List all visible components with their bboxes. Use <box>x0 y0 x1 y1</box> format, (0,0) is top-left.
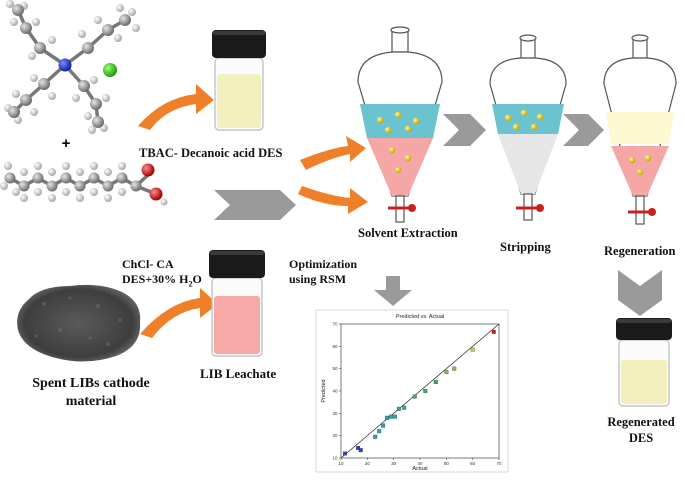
orange-arrow-leachate-to-extraction <box>298 186 368 214</box>
gray-down-arrow-optimization <box>374 276 412 306</box>
gray-chevron-to-stripping <box>443 114 486 146</box>
data-point <box>423 389 428 393</box>
regenerated-des-label: Regenerated DES <box>607 415 675 445</box>
data-point <box>342 451 347 456</box>
x-tick-label: 30 <box>391 461 397 466</box>
data-point <box>396 406 401 411</box>
hydroxyl-oxygen-atom <box>149 187 163 201</box>
orange-arrow-to-des-vial <box>138 84 214 130</box>
separatory-funnel-stripping <box>489 34 567 221</box>
gray-chevron-to-regeneration <box>563 114 604 146</box>
vial-cap <box>616 318 672 340</box>
data-point <box>389 414 393 419</box>
optimization-label: Optimization using RSM <box>289 257 357 286</box>
y-tick-label: 30 <box>332 411 338 416</box>
orange-arrow-des-to-extraction <box>300 136 366 170</box>
plus-sign: + <box>62 135 71 152</box>
y-tick-label: 40 <box>332 389 338 394</box>
data-point <box>452 366 457 371</box>
data-point <box>402 405 407 410</box>
data-point <box>393 414 397 419</box>
separatory-funnel-extraction <box>357 26 443 223</box>
y-tick-label: 50 <box>332 366 338 371</box>
data-points <box>342 329 496 456</box>
des-name-label: TBAC- Decanoic acid DES <box>139 146 283 160</box>
lib-leachate-label: LIB Leachate <box>200 366 277 381</box>
y-tick-label: 10 <box>332 456 338 461</box>
gray-chevron-to-extraction <box>214 190 296 220</box>
y-tick-label: 20 <box>332 433 338 438</box>
y-tick-label: 60 <box>332 344 338 349</box>
data-point <box>356 445 361 450</box>
x-tick-label: 20 <box>365 461 371 466</box>
cathode-powder-pile <box>17 284 141 362</box>
chcl-des-label: ChCl- CA DES+30% H2O <box>122 257 202 291</box>
gray-down-chevron-regeneration <box>618 270 662 316</box>
x-axis-label: Actual <box>412 466 427 472</box>
solvent-extraction-label: Solvent Extraction <box>358 226 458 240</box>
tbac-molecule <box>4 0 140 134</box>
separatory-funnel-regeneration <box>603 34 677 225</box>
data-point <box>377 429 382 434</box>
orange-arrow-to-leachate-vial <box>140 288 218 338</box>
predicted-vs-actual-chart: Predicted vs. Actual 10 20 30 40 50 60 70 10 20… <box>315 309 509 473</box>
carbonyl-oxygen-atom <box>141 163 155 177</box>
chart-title: Predicted vs. Actual <box>396 314 444 320</box>
data-point <box>433 380 438 385</box>
nitrogen-atom <box>58 58 72 72</box>
x-tick-label: 70 <box>496 461 502 466</box>
y-tick-label: 70 <box>332 322 338 327</box>
data-point <box>470 347 475 352</box>
regenerated-des-vial <box>616 318 672 407</box>
data-point <box>381 423 386 428</box>
chcl-line-2: DES+30% H2O <box>122 272 202 289</box>
vial-cap <box>209 250 265 278</box>
regeneration-label: Regeneration <box>604 244 676 258</box>
x-tick-label: 50 <box>444 461 450 466</box>
data-point <box>385 415 390 420</box>
data-point <box>491 329 496 334</box>
x-tick-label: 10 <box>338 461 344 466</box>
data-point <box>358 448 363 453</box>
x-tick-label: 40 <box>417 461 423 466</box>
x-axis-ticks: 10 20 30 40 50 60 70 <box>338 458 502 466</box>
lib-leachate-vial <box>209 250 265 357</box>
x-tick-label: 60 <box>470 461 476 466</box>
decanoic-acid-molecule <box>0 162 168 206</box>
fit-line <box>340 323 500 459</box>
chcl-line-1: ChCl- CA <box>122 257 174 271</box>
chloride-atom <box>103 63 117 77</box>
vial-cap <box>212 30 266 58</box>
y-axis-ticks: 10 20 30 40 50 60 70 <box>332 322 341 461</box>
y-axis-label: Predicted <box>321 379 327 402</box>
spent-libs-label: Spent LIBs cathode material <box>32 376 150 409</box>
data-point <box>444 370 449 374</box>
stripping-label: Stripping <box>500 240 551 254</box>
data-point <box>412 394 417 399</box>
data-point <box>373 434 378 439</box>
des-vial <box>212 30 266 131</box>
